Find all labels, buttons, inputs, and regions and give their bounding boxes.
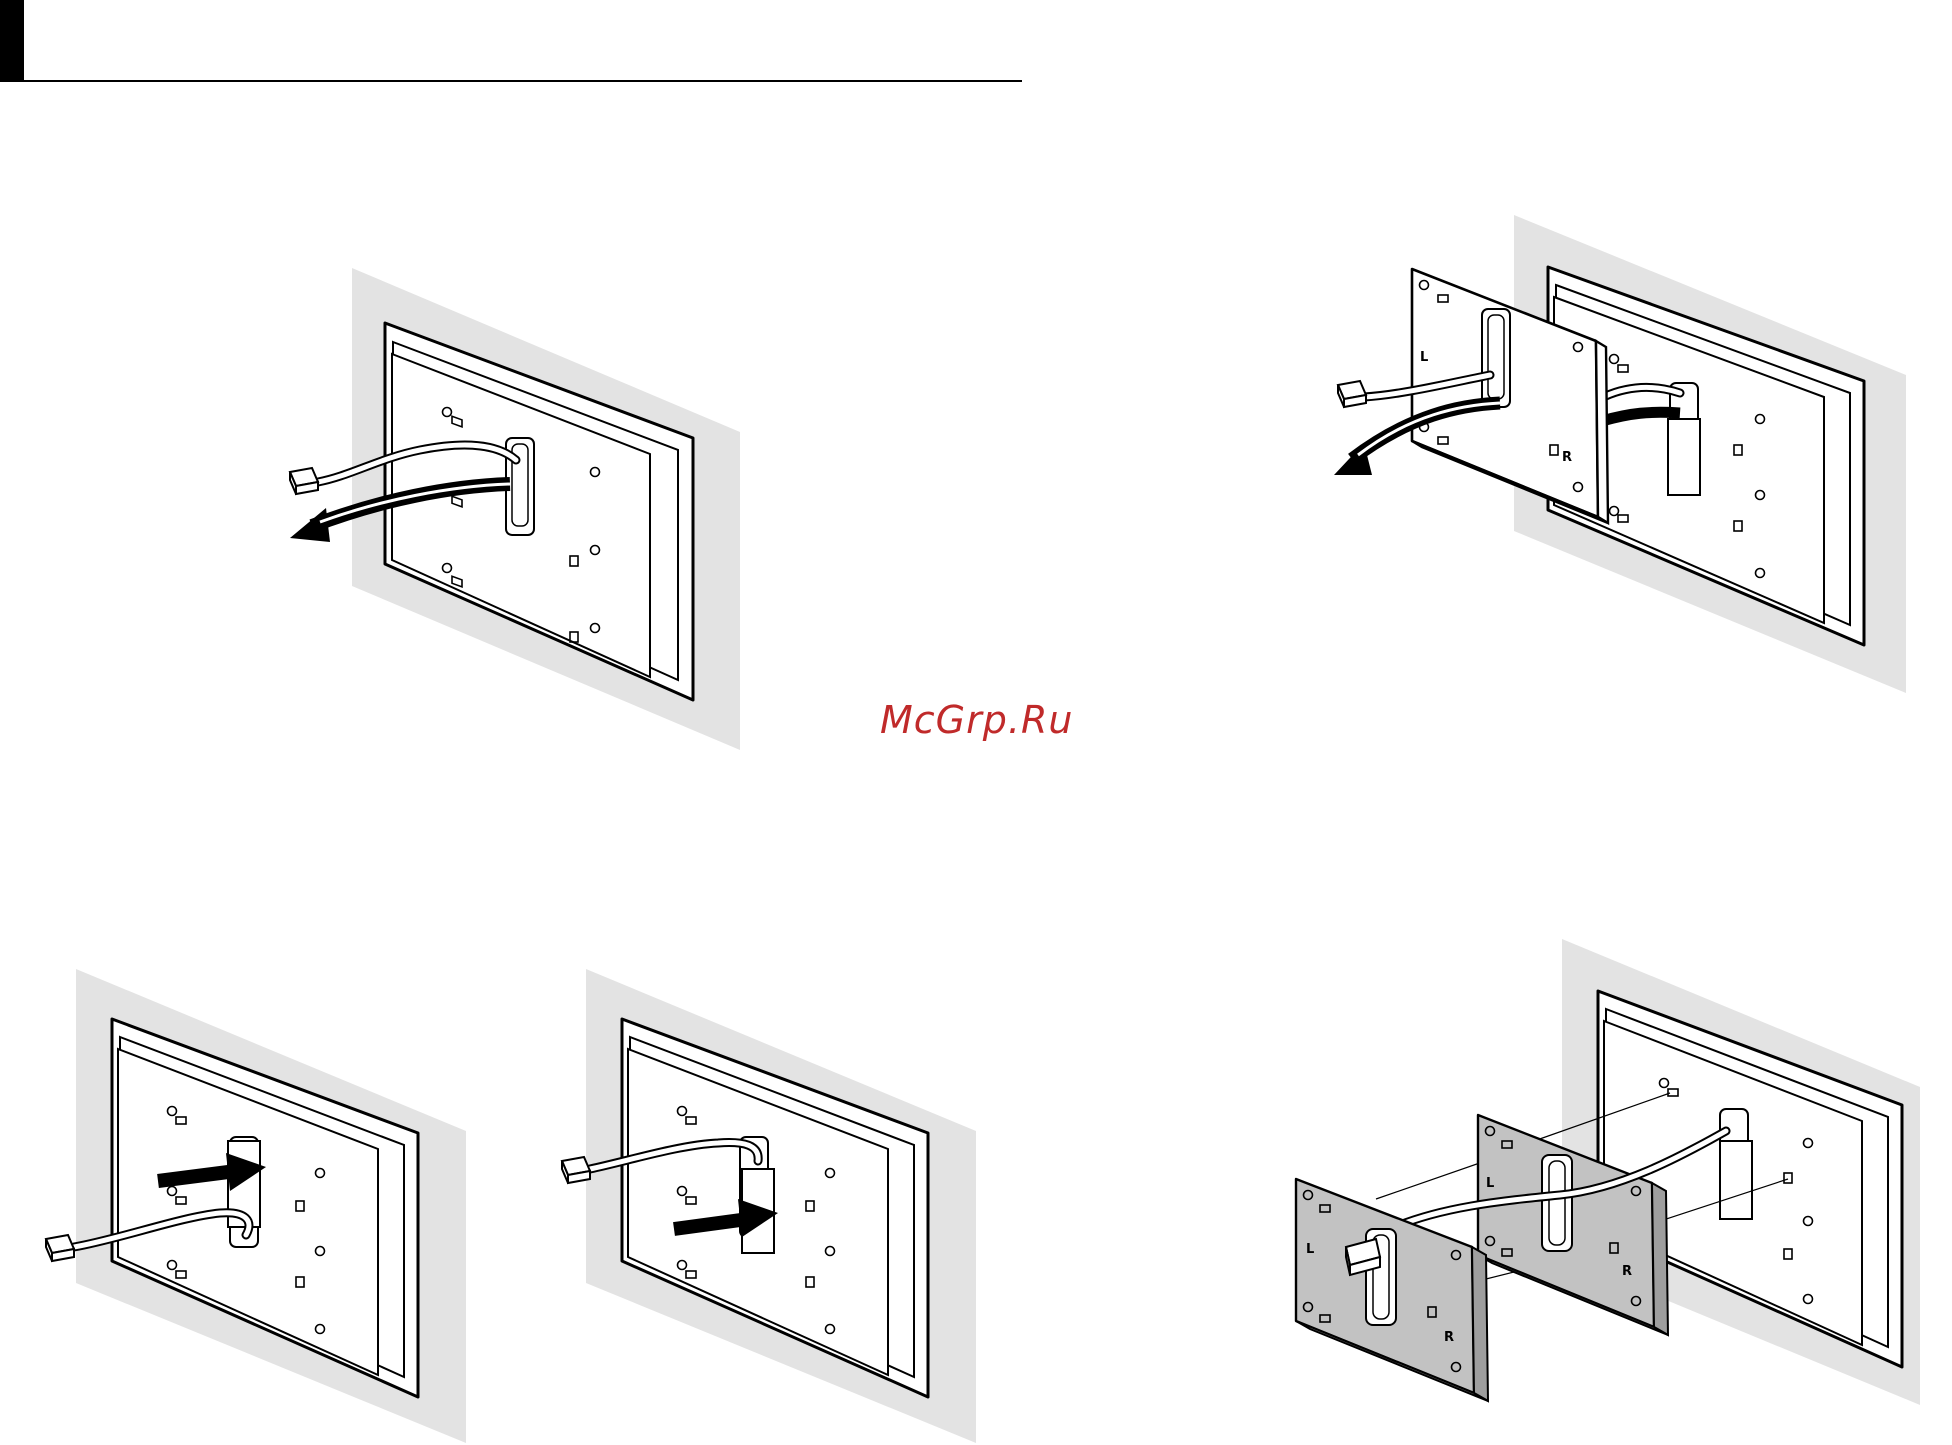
front-label-left: L [1306,1242,1314,1257]
plate-cable-slot [1482,309,1510,407]
section-rule [24,80,1022,82]
connector-plug-icon [1338,381,1366,407]
rear-plate-slot [1542,1155,1572,1251]
figure-sheet-insert-right [548,965,988,1445]
section-marker [0,0,24,82]
watermark: McGrp.Ru [880,698,1073,742]
connector-plug-icon [46,1235,74,1261]
label-right: R [1562,450,1572,465]
rear-label-right: R [1622,1264,1632,1279]
adhesive-sheet [1668,419,1700,495]
figure-cable-pull-out [270,260,750,760]
figure-bracket-removal: L R [1330,205,1920,695]
connector-plug-icon [290,468,318,494]
adhesive-sheet [1720,1141,1752,1219]
figure-bracket-assembly: L R L R [1280,935,1930,1445]
figure-sheet-insert-left [40,965,480,1445]
connector-plug-icon [562,1157,590,1183]
label-left: L [1420,350,1428,365]
rear-label-left: L [1486,1176,1494,1191]
front-label-right: R [1444,1330,1454,1345]
